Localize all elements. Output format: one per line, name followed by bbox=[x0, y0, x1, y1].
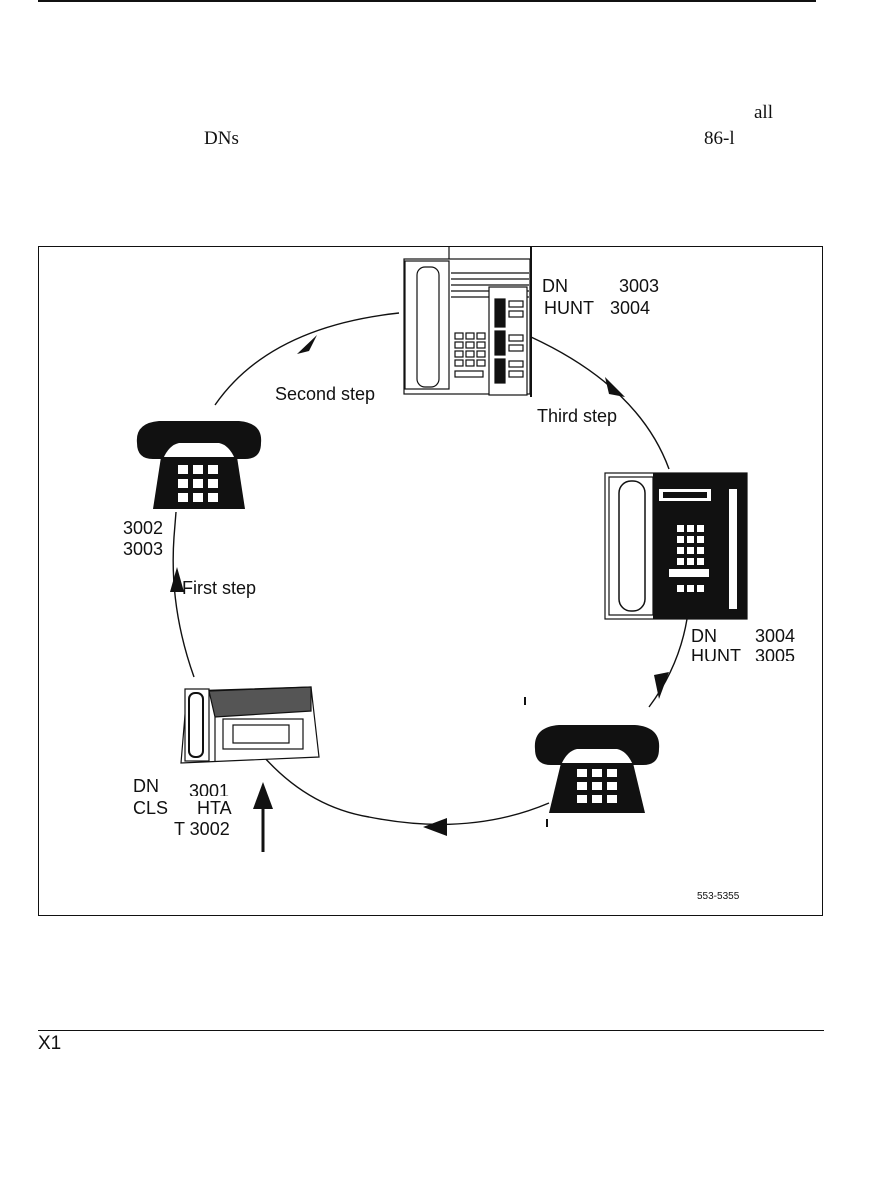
incoming-call-arrowhead bbox=[253, 782, 273, 809]
top-dn-label: DN bbox=[542, 276, 568, 296]
top-hunt-label: HUNT bbox=[544, 298, 594, 318]
path-top-to-right bbox=[530, 336, 670, 470]
bl-hunt-line: T 3002 bbox=[174, 819, 230, 839]
top-rule bbox=[38, 0, 816, 2]
left-line1: 3002 bbox=[123, 518, 164, 538]
arrow-third-step bbox=[605, 377, 625, 397]
phone-top bbox=[403, 247, 532, 397]
path-right-to-bottomright bbox=[648, 618, 688, 708]
left-line2: 3003 bbox=[123, 539, 164, 559]
phone-bottom-right bbox=[534, 725, 660, 813]
right-dn-value: 3004 bbox=[755, 626, 796, 646]
hunting-diagram bbox=[136, 247, 748, 852]
arrow-first-step bbox=[170, 567, 184, 592]
bl-dn-label: DN bbox=[133, 776, 159, 796]
footer-mark: X1 bbox=[38, 1033, 62, 1054]
arrow-bottom-return bbox=[423, 818, 447, 836]
text-fragment-all: all bbox=[754, 102, 773, 123]
phone-right bbox=[604, 472, 748, 620]
path-bottomleft-to-left bbox=[172, 511, 195, 678]
right-hunt-label: HUNT bbox=[691, 647, 741, 661]
hunting-figure: DN 3003 HUNT 3004 Second step Third step… bbox=[38, 246, 823, 916]
top-hunt-value: 3004 bbox=[610, 298, 651, 318]
third-step-label: Third step bbox=[537, 406, 618, 426]
footer-rule bbox=[38, 1030, 824, 1032]
text-fragment-ref: 86-l bbox=[704, 128, 735, 149]
first-step-label: First step bbox=[182, 578, 257, 598]
phone-left bbox=[136, 421, 262, 509]
path-left-to-top bbox=[214, 312, 400, 406]
top-dn-value: 3003 bbox=[619, 276, 660, 296]
second-step-label: Second step bbox=[275, 384, 376, 404]
path-bottomright-to-bottomleft bbox=[263, 756, 550, 826]
phone-bottom-left bbox=[180, 686, 320, 764]
figure-code: 553-5355 bbox=[697, 891, 740, 902]
right-dn-label: DN bbox=[691, 626, 717, 646]
bl-cls-label: CLS bbox=[133, 798, 169, 818]
bl-dn-value: 3001 bbox=[189, 782, 230, 796]
arrow-to-bottom-right bbox=[654, 672, 669, 699]
text-fragment-dns: DNs bbox=[204, 128, 239, 149]
arrow-second-step bbox=[297, 335, 317, 354]
bl-cls-value: HTA bbox=[197, 798, 232, 818]
right-hunt-value: 3005 bbox=[755, 647, 796, 661]
